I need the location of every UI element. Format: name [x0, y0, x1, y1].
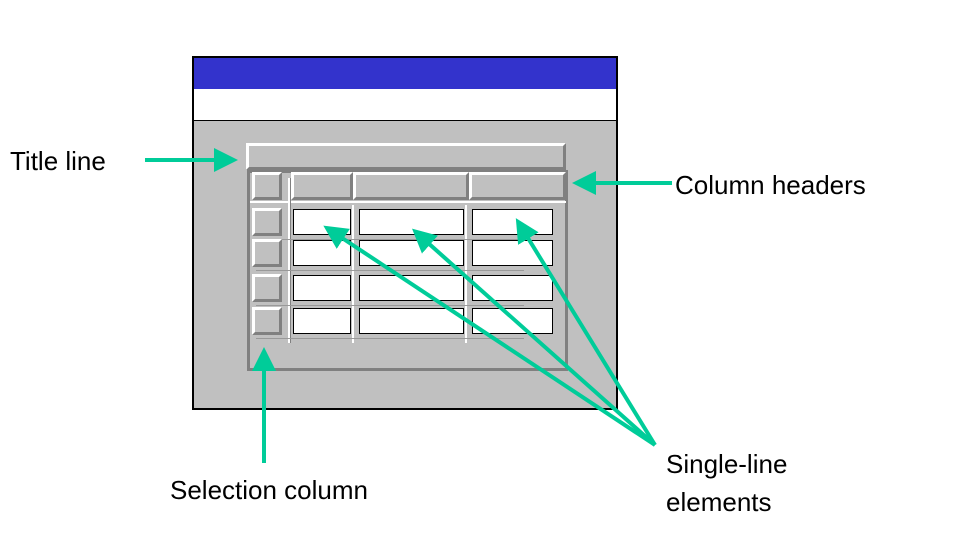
window-title-bar — [194, 58, 616, 89]
single-line-field — [472, 209, 553, 235]
single-line-field — [472, 308, 553, 334]
selection-box — [252, 274, 282, 302]
table-title-line — [246, 143, 566, 170]
row-divider — [256, 305, 524, 306]
window-toolbar-area — [194, 89, 616, 121]
selection-header-cell — [252, 172, 282, 200]
selection-box — [252, 208, 282, 236]
table-frame — [247, 170, 568, 371]
row-divider — [256, 239, 524, 240]
selection-box — [252, 239, 282, 267]
column-header-1 — [291, 172, 353, 200]
single-line-field — [293, 308, 351, 334]
label-selection-column: Selection column — [170, 475, 368, 505]
column-header-2 — [353, 172, 469, 200]
arrow-single-line-1 — [323, 225, 657, 447]
row-divider — [256, 338, 524, 339]
label-column-headers: Column headers — [675, 170, 866, 200]
arrow-single-line-3 — [515, 218, 657, 447]
single-line-field — [359, 275, 464, 301]
single-line-field — [293, 275, 351, 301]
single-line-field — [359, 308, 464, 334]
label-single-line-1: Single-line — [666, 449, 788, 479]
col-divider-2 — [465, 205, 467, 343]
header-divider — [250, 201, 566, 203]
arrow-single-line-2 — [412, 228, 657, 447]
col-divider-1 — [352, 205, 354, 343]
selection-box — [252, 307, 282, 335]
label-single-line: Single-line elements — [666, 446, 787, 521]
selection-divider — [288, 178, 291, 343]
label-title-line: Title line — [10, 146, 106, 176]
label-single-line-2: elements — [666, 486, 772, 517]
single-line-field — [359, 209, 464, 235]
single-line-field — [293, 209, 351, 235]
column-header-3 — [469, 172, 566, 200]
